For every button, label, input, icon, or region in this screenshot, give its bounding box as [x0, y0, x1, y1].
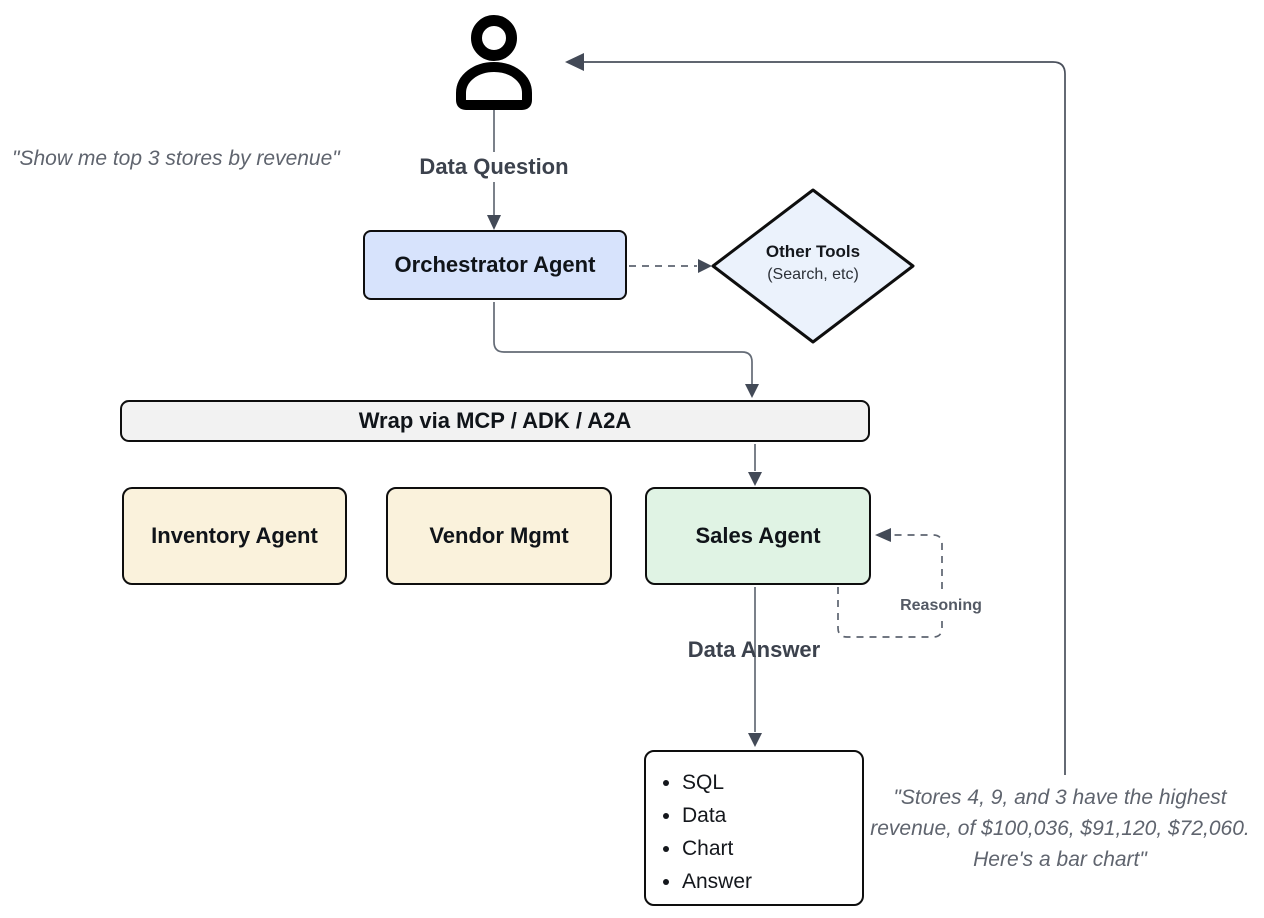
edge-orchestrator-to-wrap [493, 302, 753, 384]
arrowhead-reasoning-into-sales [875, 528, 891, 542]
other-tools-subtitle: (Search, etc) [767, 266, 859, 283]
edge-reasoning-loop [837, 534, 943, 638]
user-question-quote: "Show me top 3 stores by revenue" [12, 147, 340, 170]
output-item-sql: SQL [682, 766, 752, 799]
arrowhead-into-wrap [745, 384, 759, 398]
data-answer-label: Data Answer [687, 637, 821, 662]
output-list-node: SQL Data Chart Answer [644, 750, 864, 906]
other-tools-title: Other Tools [765, 242, 861, 261]
sales-agent-node: Sales Agent [645, 487, 871, 585]
orchestrator-agent-node: Orchestrator Agent [363, 230, 627, 300]
data-question-label: Data Question [413, 152, 575, 182]
answer-quote: "Stores 4, 9, and 3 have the highest rev… [870, 786, 1250, 871]
arrowhead-into-user [565, 53, 584, 71]
arrowhead-into-other-tools [698, 259, 712, 273]
output-item-data: Data [682, 799, 752, 832]
output-item-answer: Answer [682, 865, 752, 898]
edge-answer-to-user [584, 61, 1066, 775]
other-tools-node: Other Tools (Search, etc) [733, 240, 893, 286]
reasoning-label: Reasoning [895, 595, 987, 617]
output-item-chart: Chart [682, 832, 752, 865]
wrap-layer-node: Wrap via MCP / ADK / A2A [120, 400, 870, 442]
arrowhead-into-sales [748, 472, 762, 486]
other-tools-diamond-shape [711, 188, 915, 344]
vendor-mgmt-node: Vendor Mgmt [386, 487, 612, 585]
inventory-agent-node: Inventory Agent [122, 487, 347, 585]
arrowhead-into-output [748, 733, 762, 747]
user-icon [456, 15, 532, 110]
output-list: SQL Data Chart Answer [646, 766, 752, 898]
arrowhead-into-orchestrator [487, 215, 501, 230]
